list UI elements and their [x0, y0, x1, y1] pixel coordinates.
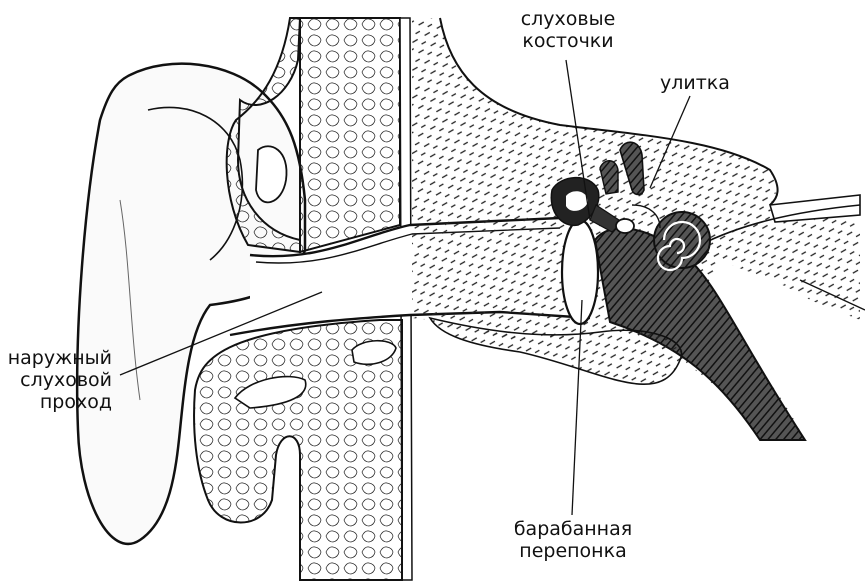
eardrum-label: барабанная перепонка [498, 518, 648, 562]
eardrum-label-line-1: барабанная [498, 518, 648, 540]
inner-ear-region [412, 18, 860, 440]
ear-canal-label-line-2: слуховой [0, 369, 112, 391]
eardrum [562, 220, 598, 324]
ear-canal-label-line-3: проход [0, 391, 112, 413]
ossicles-label-line-1: слуховые [508, 8, 628, 30]
cochlea-label: улитка [660, 72, 730, 94]
ear-canal-label: наружный слуховой проход [0, 347, 112, 413]
ossicles-label-line-2: косточки [508, 30, 628, 52]
ear-canal-label-line-1: наружный [0, 347, 112, 369]
eardrum-label-line-2: перепонка [498, 540, 648, 562]
cochlea-label-text: улитка [660, 72, 730, 94]
ossicles-label: слуховые косточки [508, 8, 628, 52]
